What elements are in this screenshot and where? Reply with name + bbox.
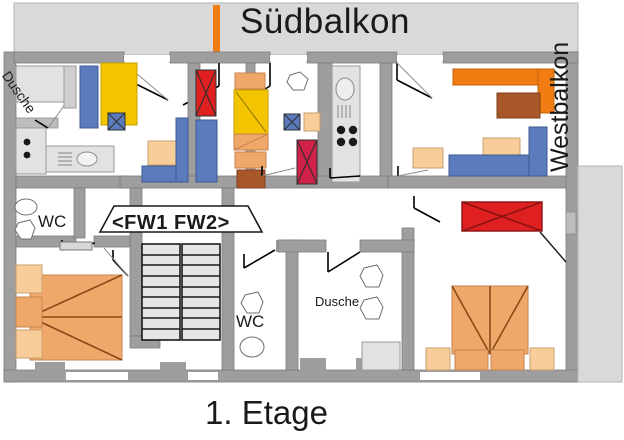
table-cross	[195, 69, 217, 117]
blue-wardrobe	[79, 65, 99, 129]
stair-flight-right	[181, 243, 221, 341]
drainboard-icon	[337, 105, 351, 118]
orange-bench-b	[234, 151, 267, 169]
room-label-wc-upper: WC	[38, 212, 67, 231]
floor-title: 1. Etage	[205, 394, 328, 431]
staircase	[141, 243, 221, 341]
door-swing	[261, 166, 399, 179]
toilet-icon	[359, 264, 384, 288]
nightstand-right	[529, 347, 555, 371]
stove-burner-icon	[348, 137, 358, 147]
south-balcony-label: Südbalkon	[240, 2, 410, 41]
blue-sofa-back	[175, 117, 189, 183]
unit-banner-shape	[98, 205, 264, 233]
beige-table-right	[482, 137, 521, 158]
sink-icon	[239, 336, 265, 358]
table-cross	[296, 139, 318, 185]
stove-burner-icon	[23, 138, 31, 146]
room-label-wc-lower: WC	[236, 312, 265, 331]
stair-flight-left	[141, 243, 181, 341]
bed-diagonal	[235, 91, 267, 133]
stove-burner-icon	[23, 151, 31, 159]
table-cross	[107, 112, 126, 131]
wc-upper-left-fixtures	[14, 198, 96, 251]
south-balcony-area	[13, 2, 579, 56]
stove-burner-icon	[336, 125, 346, 135]
door-leaf	[59, 241, 93, 251]
closet-upper-left	[63, 65, 77, 109]
wc-lower-center-fixtures	[239, 249, 276, 358]
toilet-icon	[14, 219, 36, 240]
table-cross	[283, 113, 301, 131]
pillow-b2	[15, 296, 43, 328]
bidet-icon	[359, 296, 384, 320]
stove-burner-icon	[348, 125, 358, 135]
balcony-door-swing	[539, 231, 567, 263]
kitchen-counter-left	[15, 125, 47, 175]
drainboard-icon	[58, 152, 72, 166]
pillow-a2	[15, 264, 43, 294]
brown-chest	[236, 169, 266, 189]
interior-walls-lower	[15, 187, 415, 371]
shower-tray-lower	[361, 341, 401, 371]
room-label-dusche-lower: Dusche	[315, 294, 360, 309]
middle-room-furniture	[195, 69, 269, 189]
sink-icon	[335, 77, 355, 101]
beige-stool	[303, 112, 321, 132]
pillow-c2	[15, 329, 43, 359]
stair-treads	[142, 254, 220, 330]
nightstand-left	[425, 347, 451, 371]
table-cross	[461, 201, 543, 232]
balcony-door	[565, 211, 577, 235]
footstool-b	[490, 349, 525, 371]
beige-table-right-b	[412, 147, 444, 169]
footstool-a	[454, 349, 489, 371]
door-swing	[34, 119, 49, 129]
blue-cabinet	[195, 119, 218, 183]
door-swing	[243, 249, 276, 269]
stove-burner-icon	[336, 137, 346, 147]
upper-left-living-furniture	[79, 62, 189, 183]
shower-tray	[15, 65, 69, 103]
west-balcony-area	[577, 165, 623, 383]
brown-table	[496, 92, 541, 119]
unit-banner-label: <FW1 FW2>	[112, 212, 230, 234]
dusche-lower-center-fixtures	[327, 251, 401, 371]
bedroom-right	[413, 196, 567, 371]
door-swing	[327, 251, 361, 273]
balcony-divider	[213, 5, 220, 53]
toilet-icon	[240, 291, 264, 314]
door-swing	[413, 196, 441, 223]
upper-left-bath-kitchen	[15, 65, 115, 175]
upper-right-living-furniture	[412, 68, 555, 177]
plant-icon	[286, 71, 309, 91]
sink-icon	[76, 151, 98, 167]
sink-icon	[14, 198, 38, 216]
west-balcony-label: Westbalkon	[546, 41, 574, 172]
blue-sofa-side	[528, 126, 548, 177]
bed-fan-lines	[29, 274, 123, 361]
orange-sofa-side	[537, 68, 555, 114]
center-kitchenette	[283, 65, 361, 185]
orange-nightstand-top	[234, 72, 266, 90]
bed-fan-lines	[451, 285, 529, 355]
bedroom-left	[15, 247, 129, 361]
